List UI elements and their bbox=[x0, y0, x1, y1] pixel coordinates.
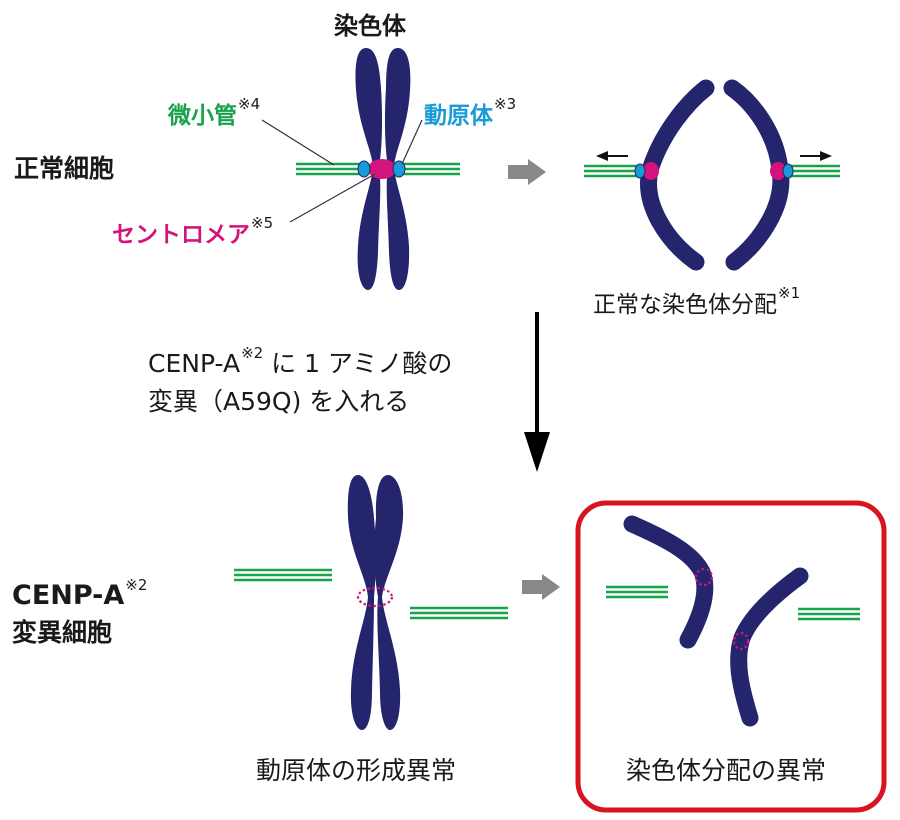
label-normal-cell: 正常細胞 bbox=[14, 156, 114, 181]
label-centromere-text: セントロメア bbox=[112, 222, 250, 248]
down-arrow-head bbox=[524, 432, 550, 472]
normal-kinetochore-left bbox=[357, 160, 371, 178]
label-segregation-defect: 染色体分配の異常 bbox=[626, 758, 826, 783]
note-ref-5: ※5 bbox=[251, 214, 274, 232]
label-mutation-line2: 変異（A59Q) を入れる bbox=[148, 389, 409, 414]
abnormal-centromere-lower bbox=[732, 631, 750, 651]
label-normal-segregation-text: 正常な染色体分配 bbox=[593, 292, 777, 318]
label-chromosome-text: 染色体 bbox=[334, 12, 406, 40]
label-mutant-cell-line1: CENP-A※2 bbox=[12, 576, 148, 611]
label-chromosome: 染色体 bbox=[334, 14, 406, 38]
mutant-chromosome bbox=[347, 475, 404, 730]
segregated-kinetochore-left bbox=[634, 163, 646, 179]
mutant-centromere-defective bbox=[356, 586, 394, 608]
abnormal-centromere-upper bbox=[694, 567, 714, 587]
leader-line-kinetochore bbox=[401, 119, 423, 165]
pull-arrow-left bbox=[596, 151, 628, 161]
label-mutation-line2-text: 変異（A59Q) を入れる bbox=[148, 387, 410, 416]
label-normal-cell-text: 正常細胞 bbox=[14, 154, 115, 183]
process-arrow-mutant bbox=[522, 574, 560, 600]
normal-kinetochore-right bbox=[392, 160, 406, 178]
note-ref-2-b: ※2 bbox=[125, 576, 148, 594]
leader-line-microtubule bbox=[261, 119, 335, 166]
abnormal-chromatid-lower bbox=[730, 567, 809, 727]
note-ref-3: ※3 bbox=[494, 95, 517, 113]
leader-line-centromere bbox=[289, 173, 376, 223]
pull-arrow-right bbox=[800, 151, 832, 161]
segregated-centromere-left bbox=[643, 162, 659, 180]
note-ref-2-a: ※2 bbox=[241, 344, 264, 362]
label-mutation-cenpa: CENP-A bbox=[148, 349, 241, 378]
label-mutation-line1: CENP-A※2 に 1 アミノ酸の bbox=[148, 344, 453, 378]
normal-microtubule-right bbox=[396, 162, 460, 176]
segregated-centromere-right bbox=[770, 162, 786, 180]
abnormal-microtubule-right bbox=[798, 607, 860, 621]
process-arrow-normal bbox=[508, 159, 546, 185]
label-normal-segregation: 正常な染色体分配※1 bbox=[593, 286, 800, 317]
label-segregation-defect-text: 染色体分配の異常 bbox=[626, 756, 827, 785]
label-kinetochore: 動原体※3 bbox=[424, 97, 516, 128]
segregated-microtubule-left bbox=[584, 164, 638, 178]
label-mutant-cell-text: 変異細胞 bbox=[12, 618, 113, 647]
abnormal-segregation-box bbox=[575, 500, 887, 813]
label-centromere: セントロメア※5 bbox=[112, 216, 273, 247]
abnormal-chromatid-upper bbox=[623, 515, 714, 649]
label-microtubule: 微小管※4 bbox=[168, 97, 260, 128]
label-mutant-cell-line2: 変異細胞 bbox=[12, 620, 112, 645]
label-microtubule-text: 微小管 bbox=[168, 103, 237, 129]
note-ref-1: ※1 bbox=[778, 284, 801, 302]
mutant-microtubule-right bbox=[410, 606, 508, 620]
label-kinetochore-defect-text: 動原体の形成異常 bbox=[256, 756, 457, 785]
note-ref-4: ※4 bbox=[238, 95, 261, 113]
label-mutant-cenpa: CENP-A bbox=[12, 580, 125, 611]
normal-chromosome bbox=[355, 48, 411, 290]
label-kinetochore-defect: 動原体の形成異常 bbox=[256, 758, 456, 783]
label-mutation-line1-rest: に 1 アミノ酸の bbox=[263, 349, 453, 378]
normal-microtubule-left bbox=[296, 162, 366, 176]
label-kinetochore-text: 動原体 bbox=[424, 103, 493, 129]
abnormal-microtubule-left bbox=[606, 585, 668, 599]
segregated-kinetochore-right bbox=[782, 163, 794, 179]
mutant-microtubule-left bbox=[234, 568, 332, 582]
